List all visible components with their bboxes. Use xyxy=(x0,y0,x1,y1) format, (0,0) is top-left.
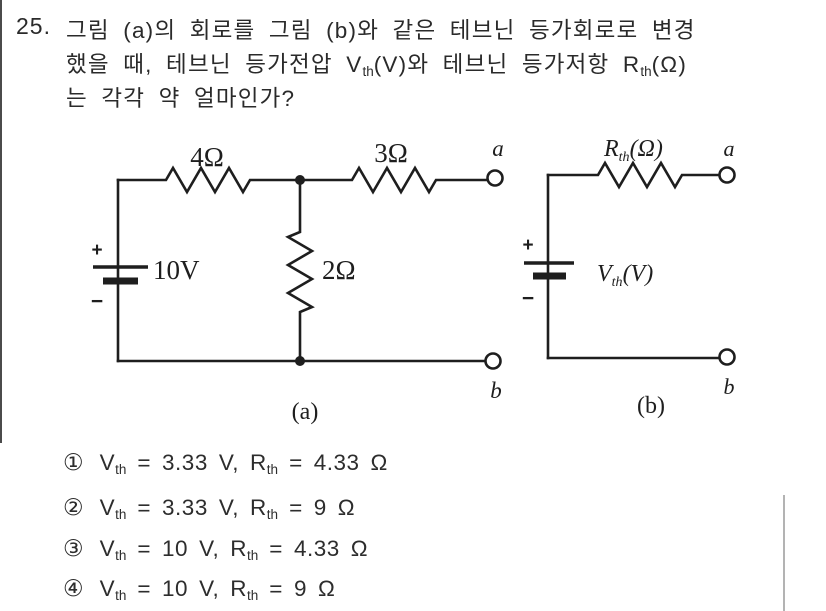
circuit-b-terminal-a-label: a xyxy=(724,136,735,161)
ohm-unit: Ω xyxy=(317,576,336,601)
left-column-rule xyxy=(0,0,2,443)
option-1[interactable]: ① Vth = 3.33 V, Rth = 4.33 Ω xyxy=(63,450,388,477)
circuit-b-terminal-b-label: b xyxy=(724,374,735,399)
question-line-1: 그림 (a)의 회로를 그림 (b)와 같은 테브닌 등가회로로 변경 xyxy=(66,18,696,43)
option-4[interactable]: ④ Vth = 10 V, Rth = 9 Ω xyxy=(63,576,336,603)
equals-sign: = xyxy=(269,536,283,561)
option-3-number: ③ xyxy=(63,536,84,562)
circuit-b-vth-label: Vth(V) xyxy=(597,261,653,290)
circuit-b-terminal-a-circle xyxy=(718,166,736,184)
vth-symbol: Vth xyxy=(99,495,127,522)
volt-unit: V, xyxy=(199,576,220,601)
vth-value: 10 xyxy=(162,536,189,561)
option-3[interactable]: ③ Vth = 10 V, Rth = 4.33 Ω xyxy=(63,536,369,563)
rth-symbol: Rth xyxy=(250,450,279,477)
circuit-a-terminal-b-circle xyxy=(484,352,502,370)
circuit-a-terminal-a-circle xyxy=(486,169,504,187)
question-line-3: 는 각각 약 얼마인가? xyxy=(66,86,296,111)
question-line-2: 했을 때, 테브닌 등가전압 Vth(V)와 테브닌 등가저항 Rth(Ω) xyxy=(66,52,688,79)
vth-symbol: Vth xyxy=(99,536,127,563)
circuit-b-caption: (b) xyxy=(637,393,665,419)
option-2-number: ② xyxy=(63,495,84,521)
equals-sign: = xyxy=(137,450,152,475)
vth-symbol: Vth xyxy=(99,576,127,603)
circuit-a-top-node xyxy=(295,175,305,185)
right-column-rule xyxy=(783,495,785,611)
volt-unit: V, xyxy=(218,450,240,475)
option-1-number: ① xyxy=(63,450,84,476)
circuit-a-terminal-a-label: a xyxy=(492,136,504,161)
circuit-a-source-label: 10V xyxy=(153,255,200,285)
circuit-a-shunt-resistor xyxy=(285,178,315,363)
equals-sign: = xyxy=(289,495,303,520)
ohm-unit: Ω xyxy=(350,536,369,561)
equals-sign: = xyxy=(269,576,283,601)
equals-sign: = xyxy=(289,450,303,475)
circuit-a-plus-sign: + xyxy=(91,240,102,261)
ohm-unit: Ω xyxy=(370,450,388,475)
circuit-a-terminal-b-label: b xyxy=(490,378,502,403)
vth-value: 3.33 xyxy=(162,495,208,520)
rth-value: 9 xyxy=(313,495,327,520)
circuit-b-top-wire-resistor xyxy=(546,160,720,190)
equals-sign: = xyxy=(137,576,152,601)
rth-value: 4.33 xyxy=(293,536,340,561)
circuit-a-2ohm-label: 2Ω xyxy=(322,255,356,285)
question-number: 25. xyxy=(16,13,51,39)
equals-sign: = xyxy=(137,495,152,520)
rth-value: 9 xyxy=(293,576,307,601)
option-2[interactable]: ② Vth = 3.33 V, Rth = 9 Ω xyxy=(63,495,356,522)
option-4-number: ④ xyxy=(63,576,84,602)
circuit-b-rth-label: Rth(Ω) xyxy=(603,136,663,165)
circuit-b-plus-sign: + xyxy=(522,235,533,256)
rth-symbol: Rth xyxy=(230,576,259,603)
circuit-a-3ohm-label: 3Ω xyxy=(374,138,408,168)
circuit-a-minus-sign: − xyxy=(91,290,103,313)
rth-value: 4.33 xyxy=(313,450,360,475)
vth-value: 10 xyxy=(162,576,189,601)
equals-sign: = xyxy=(137,536,152,561)
circuit-a-diagram: 4Ω 3Ω 2Ω 10V + − a b (a) xyxy=(91,136,504,425)
circuit-a-caption: (a) xyxy=(292,399,319,425)
circuit-a-bottom-node xyxy=(295,356,305,366)
circuit-b-diagram: Rth(Ω) Vth(V) + − a b (b) xyxy=(522,136,736,419)
circuit-b-minus-sign: − xyxy=(522,287,534,310)
circuit-b-terminal-b-circle xyxy=(718,348,736,366)
vth-symbol: Vth xyxy=(99,450,127,477)
circuit-a-top-wire-resistors xyxy=(116,165,488,195)
volt-unit: V, xyxy=(218,495,240,520)
vth-value: 3.33 xyxy=(162,450,208,475)
rth-symbol: Rth xyxy=(250,495,279,522)
ohm-unit: Ω xyxy=(337,495,356,520)
volt-unit: V, xyxy=(199,536,220,561)
circuit-a-4ohm-label: 4Ω xyxy=(190,142,224,172)
rth-symbol: Rth xyxy=(230,536,259,563)
